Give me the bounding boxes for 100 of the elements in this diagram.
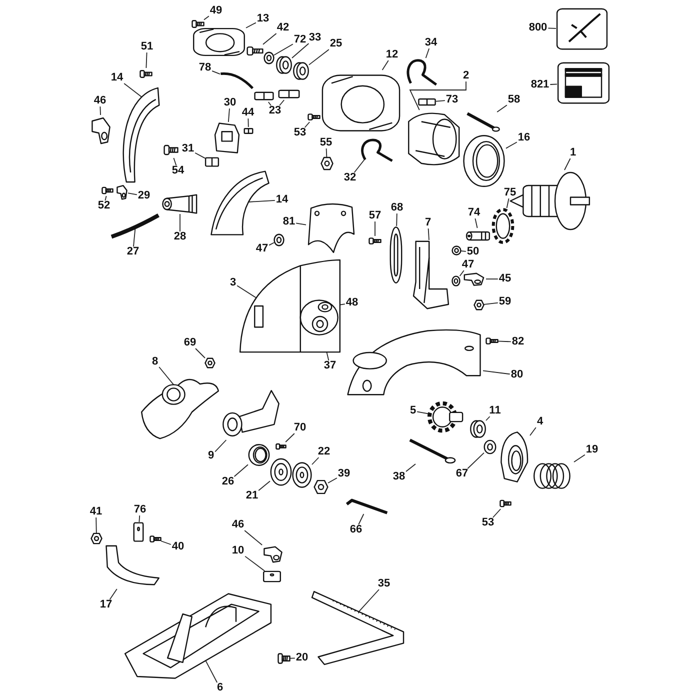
leader-line — [248, 200, 276, 202]
leader-line — [326, 148, 328, 158]
callout-number: 46 — [230, 520, 246, 530]
callout-number: 75 — [502, 188, 518, 198]
callout-number: 28 — [172, 232, 188, 242]
callout-number: 51 — [140, 42, 154, 52]
callout-number: 34 — [424, 38, 438, 48]
leader-line — [212, 70, 220, 75]
callout-number: 2 — [462, 70, 470, 82]
leader-line — [279, 100, 285, 106]
leader-line — [486, 278, 498, 280]
callout-number: 59 — [498, 296, 512, 308]
leader-line — [548, 28, 556, 29]
callout-number: 55 — [318, 138, 334, 148]
callout-number: 8 — [150, 356, 160, 368]
callout-number: 53 — [480, 518, 496, 528]
callout-number: 14 — [274, 194, 290, 206]
callout-number: 66 — [348, 524, 364, 536]
callout-number: 20 — [294, 652, 310, 664]
leader-line — [268, 242, 274, 246]
callout-number: 17 — [98, 600, 114, 610]
leader-line — [506, 142, 518, 149]
callout-number: 58 — [506, 94, 522, 106]
leader-line — [358, 589, 380, 612]
leader-line — [564, 158, 571, 170]
callout-number: 57 — [368, 210, 382, 222]
leader-line — [492, 508, 502, 518]
leader-line — [234, 464, 248, 477]
callout-number: 69 — [182, 338, 198, 348]
callout-number: 38 — [392, 472, 406, 482]
leader-line — [396, 213, 398, 226]
callout-number: 81 — [282, 216, 296, 228]
callout-number: 41 — [88, 506, 104, 518]
leader-line — [258, 480, 270, 491]
callout-number: 37 — [322, 360, 338, 372]
leader-line — [484, 302, 498, 305]
leader-line — [124, 83, 142, 98]
leader-line — [459, 270, 464, 276]
callout-number: 35 — [376, 578, 392, 590]
callout-number: 4 — [536, 416, 544, 428]
callout-number: 39 — [336, 468, 352, 480]
callout-number: 73 — [444, 94, 460, 106]
leader-line — [550, 84, 558, 85]
leader-line — [205, 660, 218, 683]
leader-line — [244, 556, 266, 572]
leader-line — [268, 102, 272, 106]
leader-line — [382, 60, 389, 70]
callout-number: 47 — [460, 260, 476, 270]
leader-line — [194, 152, 206, 159]
leader-line — [308, 49, 330, 66]
leader-line — [246, 22, 256, 28]
callout-number: 46 — [92, 96, 108, 106]
leader-line — [574, 454, 586, 462]
callout-number: 1 — [568, 148, 578, 158]
callout-number: 5 — [408, 406, 418, 416]
callout-number: 68 — [390, 202, 404, 214]
callout-number: 23 — [268, 106, 282, 116]
callout-number: 45 — [498, 274, 512, 284]
callout-number: 12 — [384, 50, 400, 60]
callout-number: 74 — [466, 208, 482, 218]
leader-line — [506, 198, 510, 208]
leader-line — [416, 411, 428, 414]
callout-number: 13 — [256, 14, 270, 24]
callout-number: 67 — [454, 468, 470, 480]
callout-number: 44 — [240, 108, 256, 118]
leader-line — [160, 540, 172, 545]
leader-line — [204, 16, 210, 20]
leader-line — [274, 44, 294, 56]
leader-line — [304, 122, 310, 128]
callout-number: 42 — [276, 22, 290, 34]
callout-number: 9 — [206, 450, 216, 462]
leader-line — [296, 222, 306, 226]
leader-line — [486, 416, 490, 421]
leader-line — [228, 108, 230, 122]
leader-line — [354, 158, 366, 173]
leader-line — [482, 370, 510, 375]
callout-number: 25 — [328, 38, 344, 50]
callout-number: 30 — [222, 98, 238, 108]
leader-line — [374, 221, 376, 236]
callout-number: 82 — [510, 336, 526, 348]
leader-line — [312, 457, 320, 465]
callout-number: 26 — [220, 476, 236, 488]
leader-line — [146, 52, 148, 68]
leader-line — [138, 515, 140, 522]
callout-number: 22 — [316, 446, 332, 458]
callout-number: 19 — [584, 444, 600, 456]
callout-number: 11 — [488, 406, 502, 416]
callout-number: 29 — [136, 190, 152, 202]
callout-number: 76 — [132, 504, 148, 516]
callout-number: 16 — [516, 132, 532, 144]
leader-line — [128, 192, 138, 196]
callout-number: 10 — [230, 546, 246, 556]
leader-line — [104, 196, 107, 201]
callout-number: 72 — [292, 34, 308, 46]
leader-line — [530, 427, 536, 436]
callout-number: 33 — [308, 32, 322, 44]
callout-number: 80 — [510, 370, 524, 380]
callout-number: 48 — [344, 298, 360, 308]
leader-line — [100, 106, 101, 116]
leader-line — [133, 226, 136, 247]
